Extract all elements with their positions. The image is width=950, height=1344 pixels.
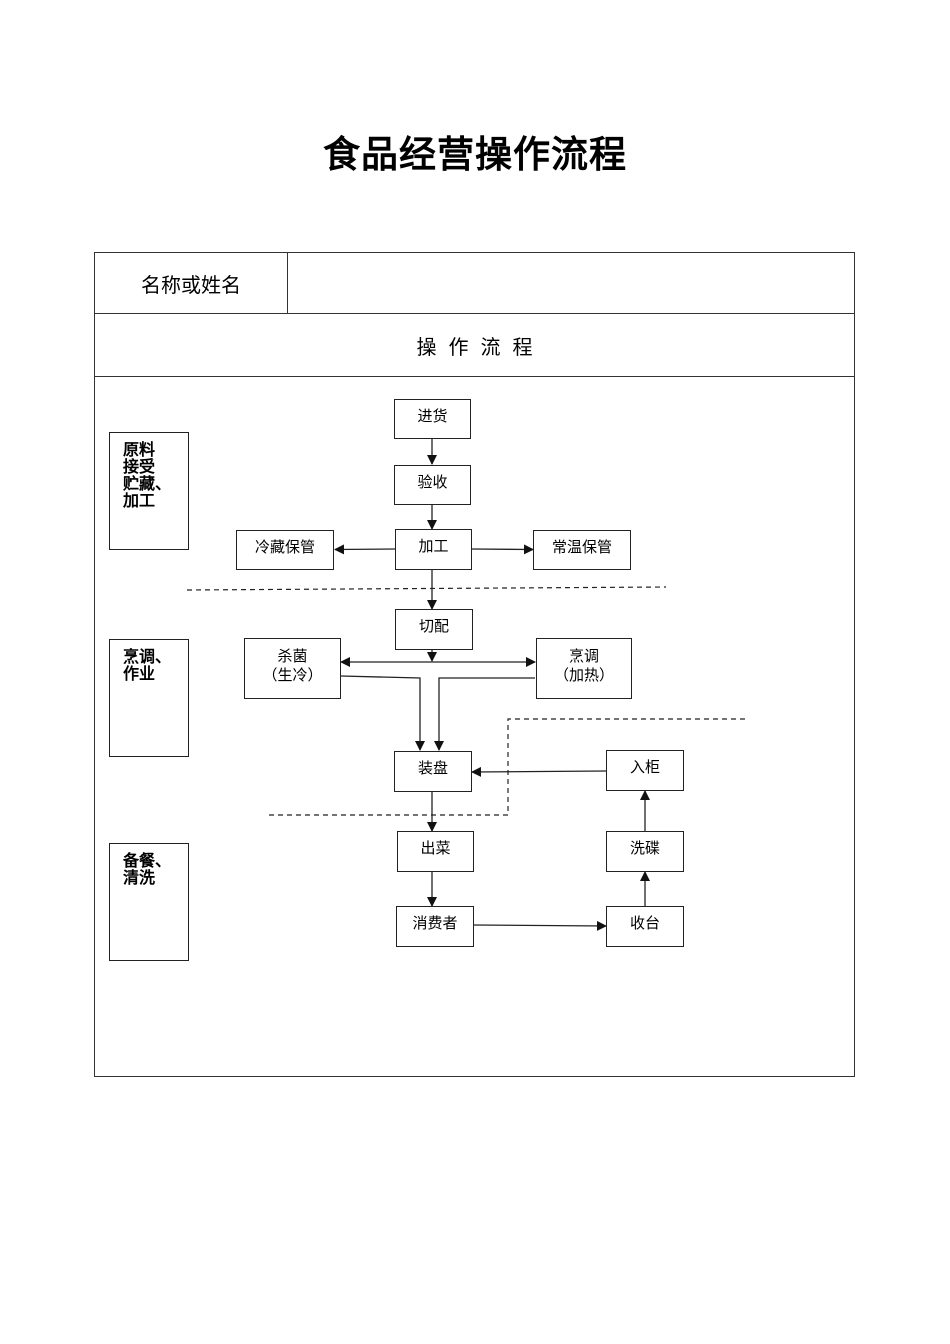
arrow-cabinet-plate [471,766,607,777]
step-cook: 烹调 （加热） [536,638,632,699]
step-cabinet: 入柜 [606,750,684,791]
step-collect: 收台 [606,906,684,947]
arrow-cook-plate [434,677,535,751]
step-cold-storage: 冷藏保管 [236,530,334,570]
step-process: 加工 [395,529,472,570]
name-row: 名称或姓名 [95,253,854,314]
process-form-table: 名称或姓名 操作流程 [94,252,855,1077]
name-label: 名称或姓名 [95,253,288,313]
step-cut-prepare: 切配 [395,609,473,650]
step-inspect: 验收 [394,465,471,505]
arrow-sterilize-plate [340,675,425,751]
step-cook-label: 烹调 [568,647,599,665]
step-wash-dishes: 洗碟 [606,831,684,872]
step-sterilize: 杀菌 （生冷） [244,638,341,699]
stage-receiving-box: 原料 接受 贮藏、 加工 [109,432,189,550]
step-consumer: 消费者 [396,906,474,947]
arrow-process-room [471,544,534,555]
divider-stage2-stage3 [269,718,748,816]
section-header: 操作流程 [95,314,854,377]
stage-serving-box: 备餐、 清洗 [109,843,189,961]
step-serve: 出菜 [397,831,474,872]
arrow-process-cold [334,544,396,555]
step-cook-note: （加热） [553,666,614,684]
step-sterilize-note: （生冷） [262,666,323,684]
step-plate: 装盘 [394,751,472,792]
step-sterilize-label: 杀菌 [277,647,308,665]
step-purchase: 进货 [394,399,471,439]
step-room-temp-storage: 常温保管 [533,530,631,570]
divider-stage1-stage2 [186,586,667,591]
arrow-consumer-collect [473,920,607,931]
document-title: 食品经营操作流程 [323,133,627,176]
stage-cooking-box: 烹调、 作业 [109,639,189,757]
